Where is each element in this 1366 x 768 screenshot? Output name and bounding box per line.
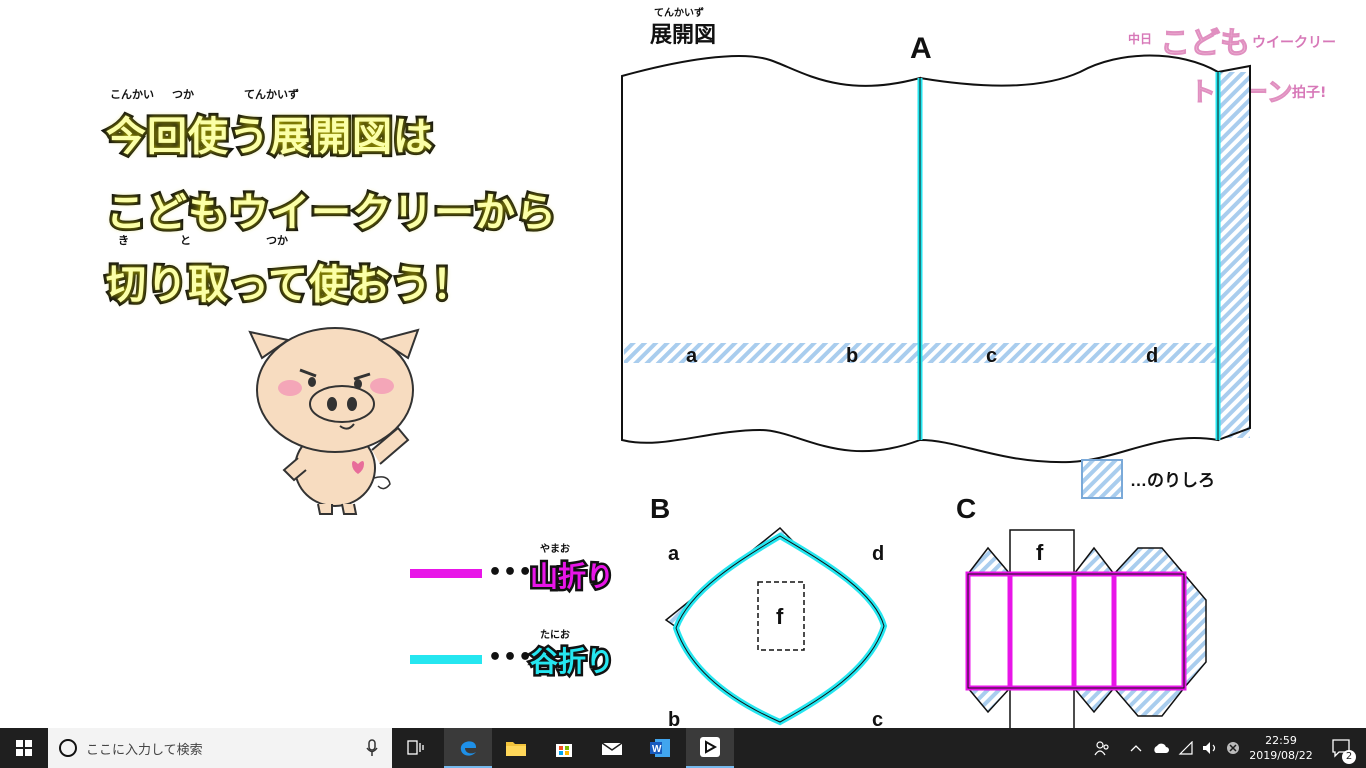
- caption-line-3: 切り取って使おう！: [103, 259, 475, 311]
- microphone-icon[interactable]: [366, 739, 378, 757]
- taskbar-app-explorer[interactable]: [492, 728, 540, 768]
- net-b-corner-b: b: [668, 709, 680, 728]
- taskbar-app-edge[interactable]: [444, 728, 492, 768]
- folder-icon: [506, 742, 526, 756]
- net-b: [664, 526, 888, 726]
- mountain-fold-ruby: やまお: [540, 544, 570, 555]
- net-b-label: B: [650, 493, 670, 524]
- chevron-up-icon: [1130, 745, 1142, 752]
- strip-label-d: d: [1146, 345, 1158, 367]
- search-placeholder: ここに入力して検索: [86, 742, 203, 758]
- ruby-tenkaizu: てんかいず: [244, 88, 299, 101]
- svg-text:W: W: [652, 744, 662, 755]
- windows-logo-icon: [16, 740, 32, 756]
- glue-legend-text: …のりしろ: [1130, 471, 1215, 490]
- taskbar-app-store[interactable]: [540, 728, 588, 768]
- net-b-corner-d: d: [872, 543, 884, 565]
- net-c: [965, 529, 1207, 728]
- ruby-ki: き: [118, 234, 129, 247]
- start-button[interactable]: [0, 728, 48, 768]
- net-c-f-label: f: [1036, 540, 1044, 565]
- ruby-tsuka: つか: [172, 88, 194, 101]
- edge-icon: [460, 741, 477, 756]
- cortana-icon: [59, 739, 77, 757]
- cloud-icon: [1154, 743, 1169, 753]
- diagram-title: 展開図: [650, 22, 716, 47]
- clock-date: 2019/08/22: [1249, 749, 1313, 762]
- net-a-label: A: [910, 32, 932, 65]
- taskbar: ここに入力して検索 W: [0, 728, 1366, 768]
- store-icon: [556, 744, 572, 757]
- strip-label-c: c: [986, 345, 997, 367]
- speaker-icon: [1203, 742, 1216, 754]
- valley-fold-line-sample: [410, 655, 482, 664]
- task-view-button[interactable]: [396, 728, 436, 768]
- ruby-to: と: [180, 234, 191, 247]
- valley-fold-ruby: たにお: [540, 630, 570, 641]
- taskbar-app-mail[interactable]: [588, 728, 636, 768]
- clock-time: 22:59: [1265, 734, 1297, 747]
- word-icon: W: [650, 739, 670, 757]
- valley-fold-label: 谷折り: [527, 643, 616, 681]
- onedrive-tray[interactable]: [1148, 728, 1174, 768]
- wifi-icon: [1178, 741, 1193, 755]
- net-b-corner-a: a: [668, 543, 680, 565]
- circle-x-icon: [1227, 742, 1239, 754]
- taskbar-app-video[interactable]: [686, 728, 734, 768]
- volume-tray[interactable]: [1198, 728, 1222, 768]
- mountain-fold-label: 山折り: [527, 558, 616, 596]
- strip-label-a: a: [686, 345, 698, 367]
- strip-label-b: b: [846, 345, 858, 367]
- mail-icon: [601, 742, 623, 755]
- network-tray[interactable]: [1174, 728, 1198, 768]
- show-hidden-icons-button[interactable]: [1124, 728, 1148, 768]
- video-editor-icon: [700, 737, 720, 757]
- net-b-f-label: f: [776, 604, 784, 629]
- caption-line-2: こどもウイークリーから: [103, 187, 559, 239]
- video-frame: こんかい つか てんかいず 今回使う展開図は こどもウイークリーから き と つ…: [103, 6, 1336, 728]
- valley-fold-dots: •••: [488, 645, 534, 670]
- development-diagram: 展開図 てんかいず A a b c d …のりしろ B a: [621, 6, 1251, 728]
- caption-line-1: 今回使う展開図は: [103, 111, 436, 163]
- ruby-konkai: こんかい: [110, 88, 154, 101]
- logo-small-text: 中日: [1128, 32, 1153, 46]
- net-a: [621, 54, 1251, 464]
- logo-weekly: ウイークリー: [1252, 35, 1336, 51]
- net-b-corner-c: c: [872, 709, 883, 728]
- mountain-fold-line-sample: [410, 569, 482, 578]
- taskbar-search-box[interactable]: ここに入力して検索: [48, 728, 392, 768]
- people-icon: [1094, 741, 1109, 756]
- diagram-title-ruby: てんかいず: [654, 6, 704, 19]
- taskbar-app-word[interactable]: W: [636, 728, 684, 768]
- clock[interactable]: 22:59 2019/08/22: [1244, 728, 1318, 768]
- ime-tray[interactable]: [1222, 728, 1244, 768]
- notification-icon: [1332, 739, 1350, 758]
- ruby-tsuka-2: つか: [266, 234, 288, 247]
- task-view-icon: [407, 740, 424, 755]
- glue-swatch: [1081, 459, 1123, 499]
- net-c-label: C: [956, 493, 976, 524]
- notification-count-badge: 2: [1342, 750, 1356, 764]
- pig-mascot: [248, 327, 420, 515]
- people-button[interactable]: [1088, 728, 1116, 768]
- action-center-button[interactable]: 2: [1318, 728, 1366, 768]
- logo-hyoshi: 拍子!: [1292, 85, 1327, 101]
- logo-kodomo: こども: [1160, 26, 1251, 62]
- mountain-fold-dots: •••: [488, 560, 534, 585]
